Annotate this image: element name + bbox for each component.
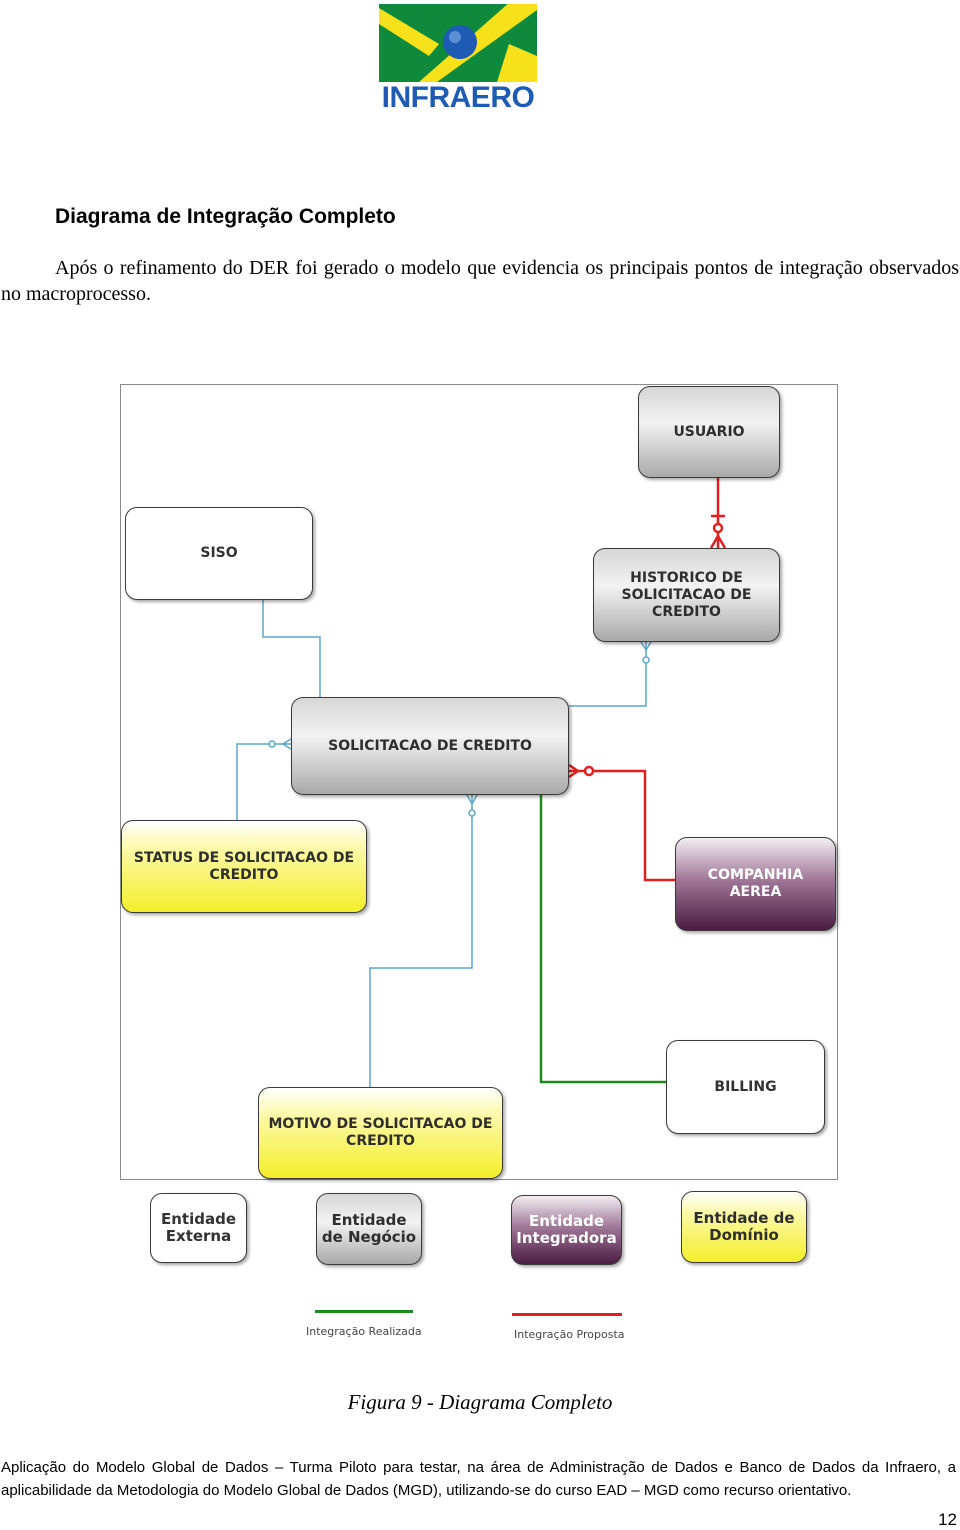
legend-label-proposta: Integração Proposta [514,1328,625,1341]
page-number: 12 [938,1510,957,1529]
entity-status: STATUS DE SOLICITACAO DE CREDITO [121,820,367,913]
section-heading: Diagrama de Integração Completo [55,205,396,228]
entity-motivo: MOTIVO DE SOLICITACAO DE CREDITO [258,1087,503,1179]
entity-solicitacao: SOLICITACAO DE CREDITO [291,697,569,795]
entity-siso: SISO [125,507,313,600]
legend-entidade-dominio: Entidade de Domínio [681,1191,807,1263]
infraero-logo: INFRAERO [377,4,539,114]
entity-usuario: USUARIO [638,386,780,478]
entity-historico: HISTORICO DE SOLICITACAO DE CREDITO [593,548,780,642]
entity-billing: BILLING [666,1040,825,1134]
legend-entidade-integradora: Entidade Integradora [511,1195,622,1265]
legend-entidade-externa: Entidade Externa [150,1193,247,1263]
legend-entidade-negocio: Entidade de Negócio [316,1193,422,1265]
logo-flag-icon [379,4,537,82]
legend-label-realizada: Integração Realizada [306,1325,422,1338]
entity-companhia: COMPANHIA AEREA [675,837,836,931]
page-footer: Aplicação do Modelo Global de Dados – Tu… [1,1459,956,1499]
legend-line-realizada [315,1310,413,1313]
legend-line-proposta [512,1313,622,1316]
logo-wordmark: INFRAERO [381,81,535,114]
intro-paragraph: Após o refinamento do DER foi gerado o m… [1,257,959,305]
figure-caption: Figura 9 - Diagrama Completo [347,1390,613,1414]
